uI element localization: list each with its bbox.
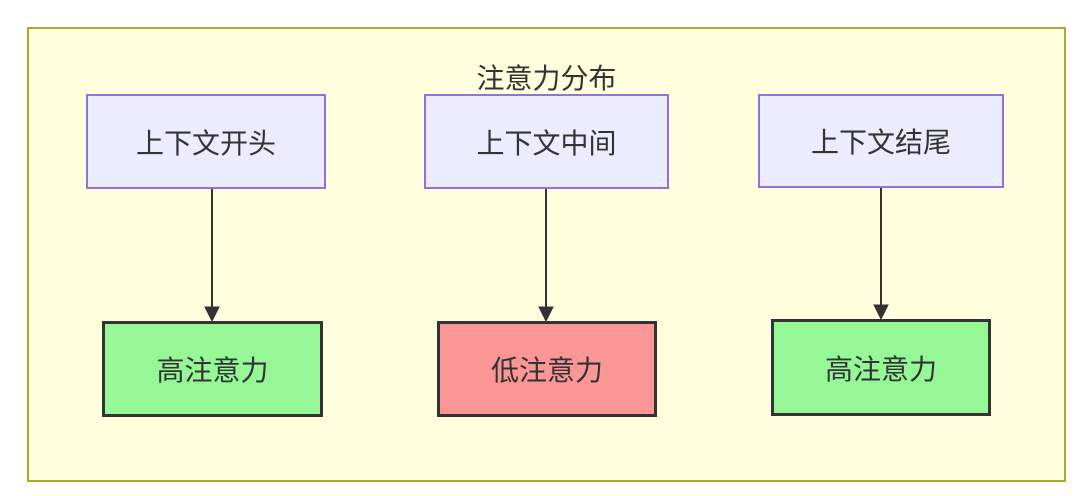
- node-context-beginning: 上下文开头: [86, 94, 326, 189]
- node-context-middle: 上下文中间: [424, 94, 669, 189]
- node-low-attention-middle: 低注意力: [437, 321, 657, 417]
- cluster-title: 注意力分布: [476, 63, 617, 94]
- node-high-attention-left: 高注意力: [102, 321, 323, 417]
- node-context-end: 上下文结尾: [758, 94, 1004, 188]
- node-high-attention-right: 高注意力: [771, 319, 991, 416]
